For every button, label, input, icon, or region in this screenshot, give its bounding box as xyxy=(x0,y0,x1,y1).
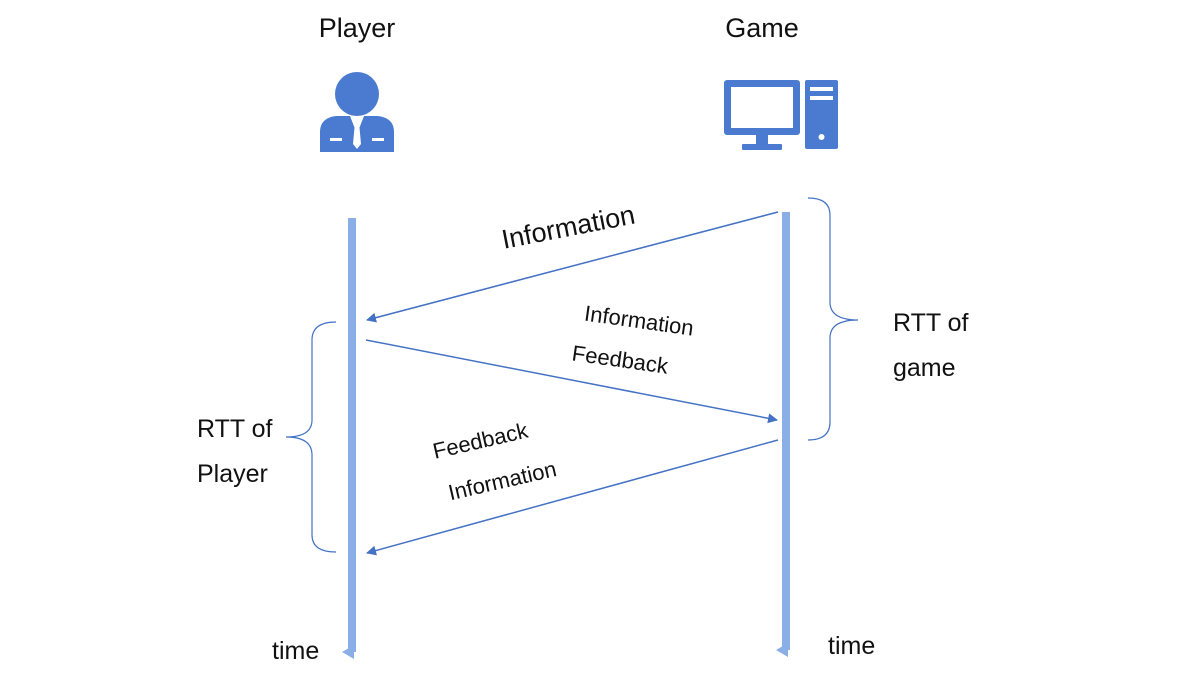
player-rtt-brace xyxy=(285,321,337,553)
message-3-label-line-1: Feedback xyxy=(430,417,531,463)
player-rtt-label-line-2: Player xyxy=(197,460,268,488)
game-rtt-label-line-1: RTT of xyxy=(893,309,969,337)
message-arrow-2 xyxy=(365,339,778,424)
message-1-label: Information xyxy=(499,200,637,255)
message-arrow-3 xyxy=(366,439,779,556)
person-icon xyxy=(320,72,394,152)
game-title: Game xyxy=(725,13,799,43)
message-2-label-line-2: Feedback xyxy=(570,340,670,378)
message-arrow-1 xyxy=(366,211,779,323)
player-title: Player xyxy=(319,13,396,43)
desktop-computer-icon xyxy=(724,80,838,150)
player-rtt-label-line-1: RTT of xyxy=(197,415,273,443)
player-time-label: time xyxy=(272,637,319,665)
message-3-label-line-2: Information xyxy=(446,456,559,505)
message-2-label-line-1: Information xyxy=(583,301,695,341)
game-rtt-brace xyxy=(807,197,859,441)
game-rtt-label-line-2: game xyxy=(893,354,956,382)
game-time-label: time xyxy=(828,632,875,660)
